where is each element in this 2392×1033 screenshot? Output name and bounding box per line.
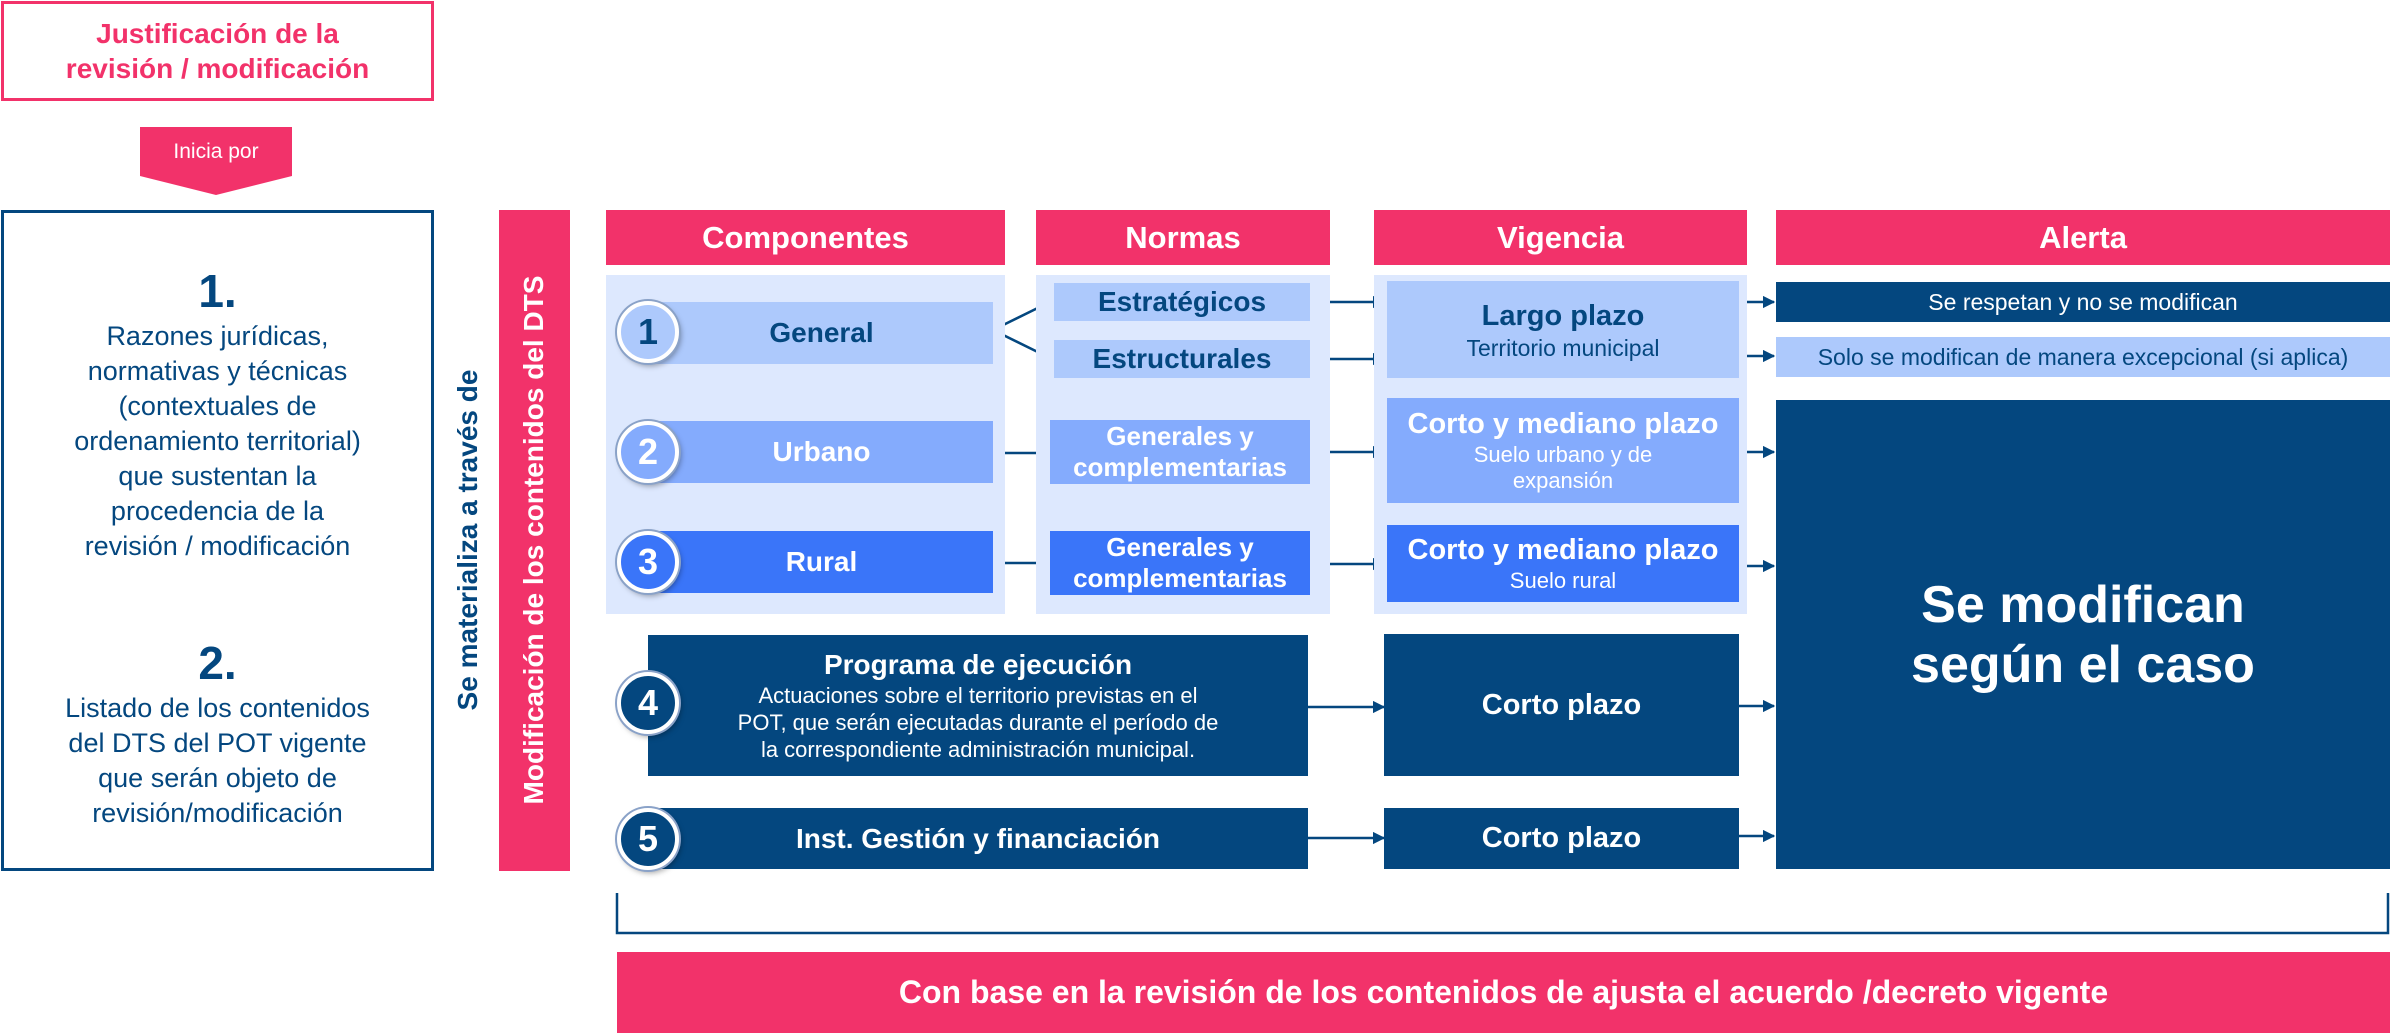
alerta-respetan-label: Se respetan y no se modifican — [1928, 288, 2238, 315]
component-rural-label: Rural — [785, 546, 858, 577]
header-alerta: Alerta — [1776, 210, 2390, 265]
component-urbano-label: Urbano — [772, 436, 871, 467]
header-normas: Normas — [1036, 210, 1330, 265]
badge-5-number: 5 — [637, 818, 659, 859]
component-programa-desc: POT, que serán ejecutadas durante el per… — [737, 710, 1219, 735]
norma-estructurales: Estructurales — [1054, 340, 1310, 378]
badge-1-number: 1 — [637, 311, 659, 352]
vigencia-corto-urbano-title: Corto y mediano plazo — [1407, 408, 1719, 440]
reason-1-line: revisión / modificación — [84, 531, 351, 561]
norma-generales-rural-line: complementarias — [1073, 563, 1287, 593]
badge-4: 4 — [617, 672, 679, 734]
reason-2-line: Listado de los contenidos — [65, 693, 370, 723]
vigencia-corto-urbano-sub: expansión — [1512, 468, 1614, 493]
reason-1-line: Razones jurídicas, — [106, 321, 329, 351]
badge-2: 2 — [617, 421, 679, 483]
reason-2-line: del DTS del POT vigente — [68, 728, 367, 758]
reason-1-line: procedencia de la — [110, 496, 325, 526]
component-urbano: Urbano — [650, 421, 993, 483]
component-general: General — [650, 302, 993, 364]
header-componentes: Componentes — [606, 210, 1005, 265]
component-programa: Programa de ejecución Actuaciones sobre … — [648, 635, 1308, 776]
vigencia-corto-rural: Corto y mediano plazo Suelo rural — [1387, 525, 1739, 602]
reason-2-line: que serán objeto de — [98, 763, 337, 793]
badge-3: 3 — [617, 531, 679, 593]
norma-generales-urbano-line: complementarias — [1073, 452, 1287, 482]
justification-box: Justificación de la revisión / modificac… — [1, 1, 434, 101]
component-programa-desc: Actuaciones sobre el territorio prevista… — [758, 683, 1198, 708]
footer-bar: Con base en la revisión de los contenido… — [617, 952, 2390, 1033]
norma-estructurales-label: Estructurales — [1092, 343, 1272, 374]
norma-generales-urbano-line: Generales y — [1106, 421, 1254, 451]
badge-4-number: 4 — [637, 682, 659, 723]
footer-text: Con base en la revisión de los contenido… — [898, 974, 2109, 1010]
component-general-label: General — [769, 317, 874, 348]
vigencia-corto-5-label: Corto plazo — [1481, 822, 1642, 854]
bottom-bracket — [615, 893, 2390, 935]
reason-2-line: revisión/modificación — [92, 798, 343, 828]
component-programa-title: Programa de ejecución — [823, 649, 1133, 680]
norma-generales-rural-line: Generales y — [1106, 532, 1254, 562]
reason-1-line: (contextuales de — [118, 391, 317, 421]
norma-generales-rural: Generales y complementarias — [1050, 531, 1310, 595]
norma-estrategicos: Estratégicos — [1054, 283, 1310, 321]
alerta-excepcional-label: Solo se modifican de manera excepcional … — [1817, 343, 2349, 370]
vigencia-corto-urbano: Corto y mediano plazo Suelo urbano y de … — [1387, 398, 1739, 503]
modificacion-label: Modificación de los contenidos del DTS — [518, 275, 549, 805]
alerta-excepcional: Solo se modifican de manera excepcional … — [1776, 337, 2390, 377]
component-instrumentos-label: Inst. Gestión y financiación — [795, 822, 1161, 854]
materializa-label: Se materializa a través de — [452, 369, 483, 711]
vigencia-corto-4-label: Corto plazo — [1481, 688, 1642, 721]
component-rural: Rural — [650, 531, 993, 593]
component-instrumentos: Inst. Gestión y financiación — [648, 808, 1308, 869]
component-programa-desc: la correspondiente administración munici… — [760, 737, 1196, 762]
alerta-modifican-line: según el caso — [1911, 635, 2255, 694]
modificacion-bar: Modificación de los contenidos del DTS — [499, 210, 570, 871]
justification-title-line1: Justificación de la — [96, 18, 339, 49]
initiates-label: Inicia por — [173, 140, 259, 163]
vigencia-corto-5: Corto plazo — [1384, 808, 1739, 869]
vigencia-corto-rural-title: Corto y mediano plazo — [1407, 534, 1719, 566]
reason-1: 1. Razones jurídicas, normativas y técni… — [4, 263, 431, 564]
alerta-modifican-line: Se modifican — [1921, 575, 2245, 634]
reasons-box: 1. Razones jurídicas, normativas y técni… — [1, 210, 434, 871]
alerta-modifican: Se modifican según el caso — [1776, 400, 2390, 869]
norma-estrategicos-label: Estratégicos — [1097, 286, 1267, 317]
badge-1: 1 — [617, 301, 679, 363]
header-vigencia: Vigencia — [1374, 210, 1747, 265]
vigencia-corto-urbano-sub: Suelo urbano y de — [1473, 442, 1653, 467]
vigencia-corto-rural-sub: Suelo rural — [1509, 568, 1617, 593]
reason-1-line: que sustentan la — [118, 461, 317, 491]
justification-title-line2: revisión / modificación — [65, 53, 370, 84]
reason-1-line: normativas y técnicas — [87, 356, 348, 386]
badge-5: 5 — [617, 808, 679, 870]
vigencia-corto-4: Corto plazo — [1384, 634, 1739, 776]
vigencia-largo: Largo plazo Territorio municipal — [1387, 281, 1739, 378]
norma-generales-urbano: Generales y complementarias — [1050, 420, 1310, 484]
reason-1-number: 1. — [198, 265, 237, 317]
alerta-respetan: Se respetan y no se modifican — [1776, 282, 2390, 322]
badge-3-number: 3 — [637, 541, 659, 582]
reason-2-number: 2. — [198, 637, 237, 689]
reason-2: 2. Listado de los contenidos del DTS del… — [4, 635, 431, 831]
reason-1-line: ordenamiento territorial) — [74, 426, 361, 456]
vigencia-largo-sub: Territorio municipal — [1466, 334, 1660, 361]
vigencia-largo-title: Largo plazo — [1481, 299, 1645, 332]
badge-2-number: 2 — [637, 431, 659, 472]
materializa-label-wrap: Se materializa a través de — [447, 210, 489, 871]
